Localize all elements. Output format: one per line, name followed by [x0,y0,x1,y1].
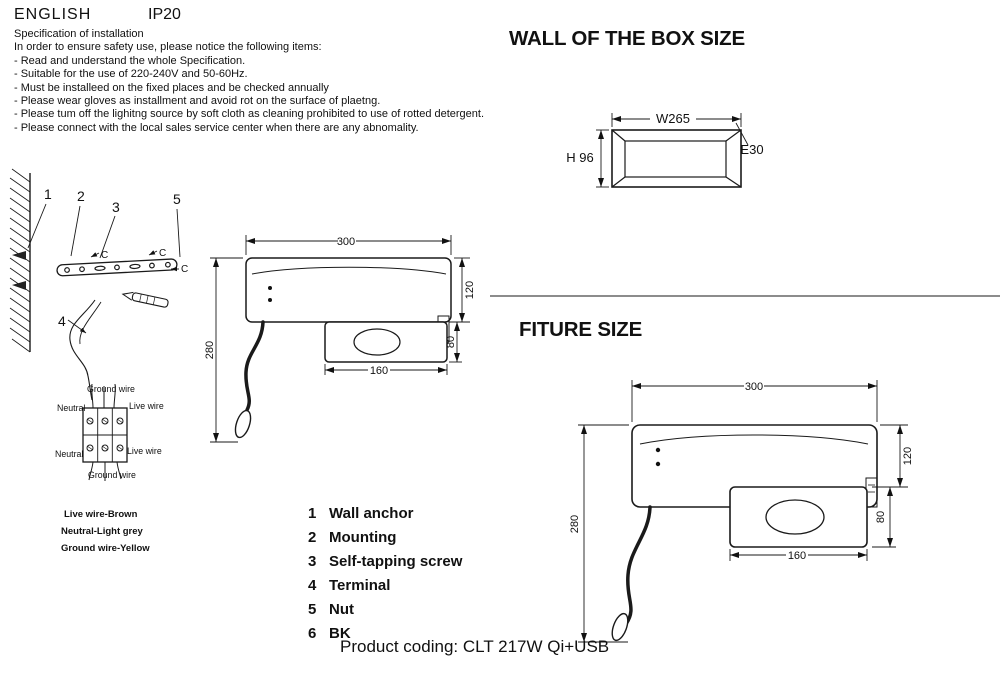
switch-box-small [324,321,448,363]
small-fixture-switch-height-label: 80 [445,336,457,348]
callout-4: 4 [58,313,66,329]
wall-box-outer [611,129,742,188]
part-number: 3 [308,553,317,570]
parts-list-item: 5 Nut [308,601,462,618]
wall-box-depth-leader [735,122,749,146]
spec-item: - Please tum off the lighitng source by … [14,108,485,121]
dim-160-small [324,364,448,375]
product-coding: Product coding: CLT 217W Qi+USB [340,637,610,656]
part-name: Wall anchor [329,505,414,522]
fixture-diagram-large [578,380,908,643]
part-number: 6 [308,625,317,642]
wall-box-inner [624,140,727,178]
wall-box-width-label: W265 [656,111,690,126]
callout-leaders [27,203,181,334]
section-mark-leaders [90,250,179,272]
spec-item: - Read and understand the whole Specific… [14,54,246,67]
wall-anchor-bottom [12,281,26,290]
callout-3: 3 [112,199,120,215]
dim-80-small [449,322,462,363]
screw-part [121,291,169,308]
gooseneck-large [624,505,652,626]
parts-list-item: 6 BK [308,625,462,642]
part-name: Self-tapping screw [329,553,463,570]
small-fixture-width-label: 300 [337,236,355,248]
dim-280-large [578,424,629,643]
wire-label-top: Ground wire [87,384,135,394]
spec-block: Specification of installation In order t… [14,28,514,135]
part-number: 5 [308,601,317,618]
dim-160-large [729,549,868,561]
section-mark-c2: C [159,248,166,259]
switch-box-large [729,486,868,548]
small-fixture-height-label: 280 [204,341,216,359]
wall-anchor-top [12,251,26,260]
spec-item: - Please connect with the local sales se… [14,121,419,134]
spec-title: Specification of installation [14,28,144,40]
large-fixture-height-label: 280 [569,515,581,533]
gooseneck-small [244,320,265,412]
large-fixture-switch-width-label: 160 [788,550,806,562]
wire-label-right-bottom: Live wire [127,446,162,456]
dim-300-small [245,235,452,255]
fixture-size-title: FITURE SIZE [519,318,643,341]
fixture-diagram-small [210,235,470,443]
part-name: Mounting [329,529,397,546]
mounting-bracket [56,258,178,277]
dim-300-large [631,380,878,422]
dim-80-large [872,487,896,548]
section-mark-c3: C [181,264,188,275]
lamp-head-large [611,612,629,642]
large-fixture-width-label: 300 [745,381,763,393]
language-label: ENGLISH [14,6,92,23]
small-fixture-switch-width-label: 160 [370,365,388,377]
part-number: 4 [308,577,317,594]
dim-280-small [210,257,243,443]
switch-oval-large [765,499,825,535]
wire-color-ground: Ground wire-Yellow [61,543,150,554]
callout-2: 2 [77,188,85,204]
part-number: 1 [308,505,317,522]
parts-list-item: 1 Wall anchor [308,505,462,522]
spec-intro: In order to ensure safety use, please no… [14,41,322,54]
spec-item: - Suitable for the use of 220-240V and 5… [14,68,248,81]
parts-list: 1 Wall anchor 2 Mounting 3 Self-tapping … [308,505,462,649]
large-fixture-upper-label: 120 [902,447,914,465]
part-name: Nut [329,601,354,618]
parts-list-item: 2 Mounting [308,529,462,546]
wall-hatch [9,168,31,353]
ip-rating-label: IP20 [148,6,181,23]
callout-1: 1 [44,186,52,202]
wire-label-right-top: Live wire [129,401,164,411]
wire-color-live: Live wire-Brown [64,509,138,520]
section-mark-c1: C [101,250,108,261]
spec-item: - Please wear gloves as installment and … [14,95,381,108]
part-number: 2 [308,529,317,546]
wall-box-width-dimension [611,113,742,127]
large-fixture-switch-height-label: 80 [875,511,887,523]
spec-item: - Must be installeed on the fixed places… [14,81,329,94]
part-name: Terminal [329,577,391,594]
wire-label-bottom: Ground wire [88,470,136,480]
wire-label-left-top: Neutral [57,403,85,413]
small-fixture-upper-label: 120 [464,281,476,299]
wall-box-height-dimension [596,129,609,188]
wall-box-depth-label: E30 [740,142,763,157]
wall-box-diagram [596,113,749,188]
callout-5: 5 [173,191,181,207]
part-name: BK [329,625,351,642]
terminal-block [82,383,128,481]
install-diagram [9,168,181,481]
wire-label-left-bottom: Neutral [55,449,83,459]
supply-wire [69,299,102,401]
parts-list-item: 4 Terminal [308,577,462,594]
wall-box-height-label: H 96 [566,150,593,165]
parts-list-item: 3 Self-tapping screw [308,553,462,570]
wire-color-neutral: Neutral-Light grey [61,526,144,537]
wall-box-title: WALL OF THE BOX SIZE [509,27,745,50]
lamp-head-small [234,409,252,439]
switch-oval-small [353,328,401,356]
